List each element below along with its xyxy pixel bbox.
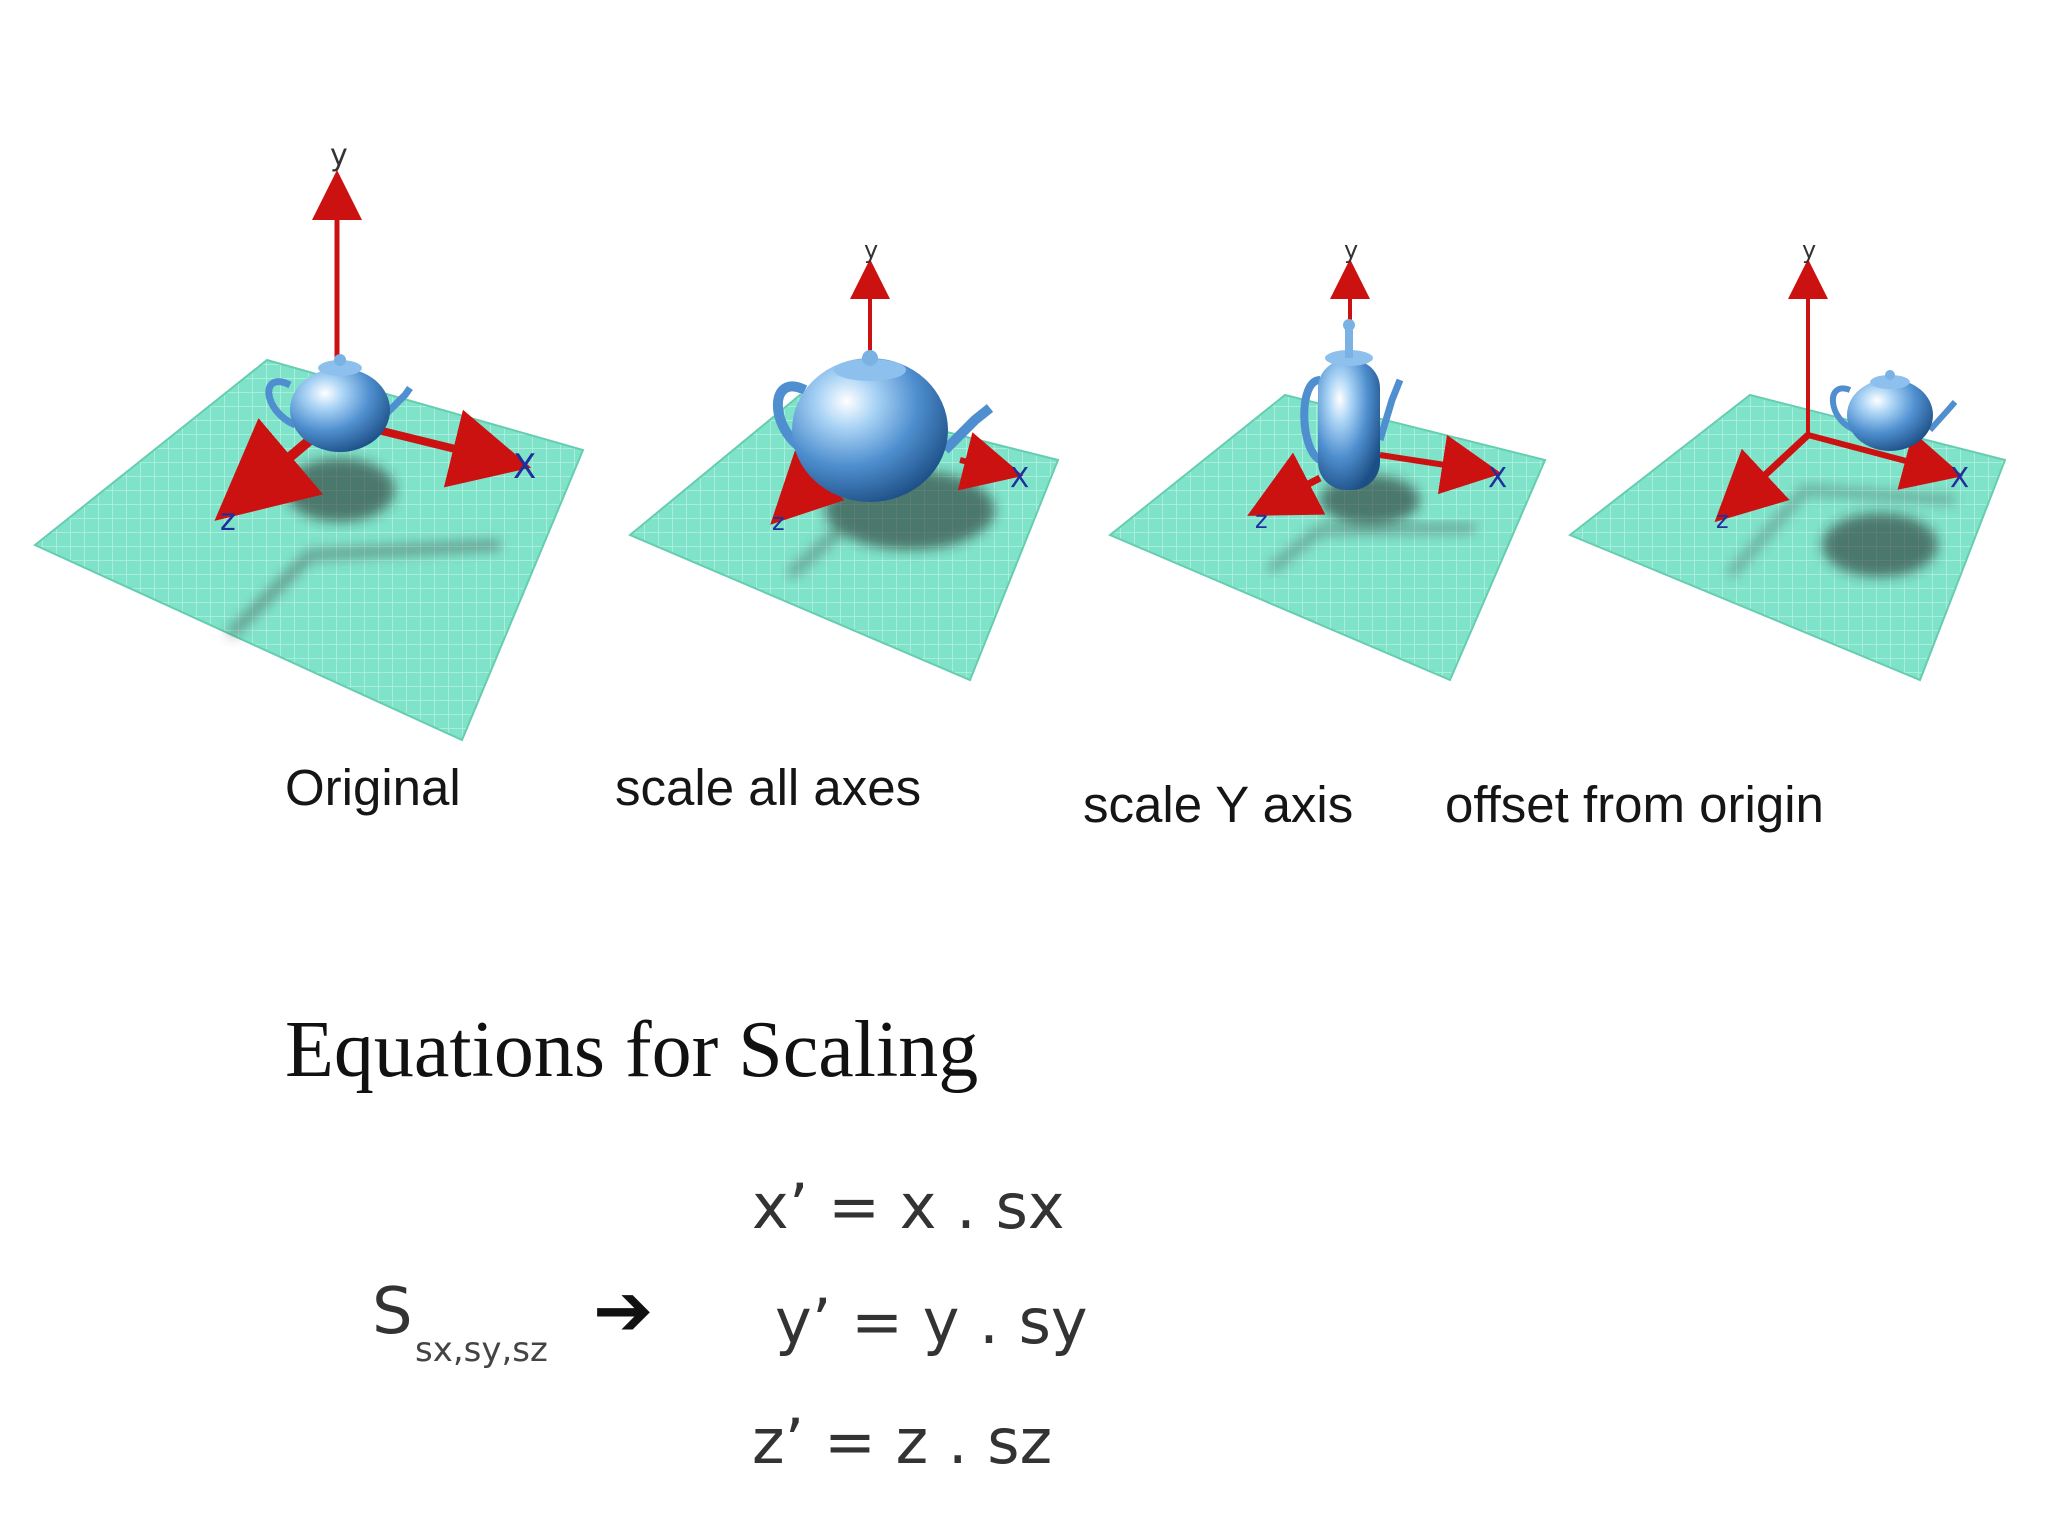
- y-axis-label: y: [1344, 236, 1358, 264]
- z-axis: [770, 450, 845, 525]
- z-axis: [1714, 432, 1811, 523]
- scaling-subscript: sx,sy,sz: [415, 1330, 548, 1370]
- teapot-icon: [1830, 370, 1958, 451]
- y-axis-label: y: [330, 138, 348, 173]
- caption-original: Original: [285, 759, 461, 816]
- caption-scale-all-axes: scale all axes: [615, 759, 922, 816]
- panel-scale-all-axes: y X z: [628, 236, 1060, 682]
- shadow: [226, 540, 501, 639]
- teapot-icon: [1300, 319, 1404, 490]
- z-axis: [1247, 452, 1326, 516]
- y-axis-label: y: [1802, 236, 1816, 264]
- teapot-icon: [772, 350, 994, 502]
- shadow: [786, 526, 844, 579]
- x-axis-label: X: [1488, 461, 1507, 494]
- caption-offset-from-origin: offset from origin: [1445, 776, 1824, 833]
- x-axis: [1807, 431, 1964, 490]
- panel-offset-from-origin: y X z: [1568, 236, 2007, 682]
- teapot-scenes: y X z y X z: [33, 138, 2007, 742]
- x-axis-label: X: [1950, 461, 1969, 494]
- z-axis-label: z: [220, 503, 236, 538]
- x-axis: [1379, 434, 1502, 495]
- x-axis-label: X: [1010, 461, 1029, 494]
- ground-plane: [628, 393, 1060, 682]
- shadow: [285, 458, 395, 522]
- arrow-right-icon: ➔: [593, 1268, 654, 1352]
- y-axis-label: y: [864, 236, 878, 264]
- shadow: [1727, 485, 1956, 578]
- z-axis-label: z: [772, 508, 785, 536]
- panel-original: y X z: [33, 138, 585, 742]
- equation-y: y’ = y . sy: [775, 1285, 1088, 1358]
- ground-plane: [1568, 393, 2007, 682]
- x-axis: [957, 432, 1024, 491]
- scaling-symbol: S: [372, 1275, 413, 1349]
- equation-z: z’ = z . sz: [752, 1405, 1053, 1478]
- caption-scale-y-axis: scale Y axis: [1083, 776, 1354, 833]
- teapot-icon: [265, 354, 413, 452]
- panel-scale-y-axis: y X z: [1108, 236, 1547, 682]
- x-axis-label: X: [513, 447, 536, 487]
- equation-x: x’ = x . sx: [752, 1170, 1065, 1243]
- z-axis: [214, 418, 324, 521]
- shadow: [1822, 513, 1938, 577]
- z-axis-label: z: [1255, 506, 1268, 534]
- z-axis-label: z: [1716, 506, 1729, 534]
- shadow: [1267, 523, 1476, 574]
- section-heading: Equations for Scaling: [285, 1006, 979, 1094]
